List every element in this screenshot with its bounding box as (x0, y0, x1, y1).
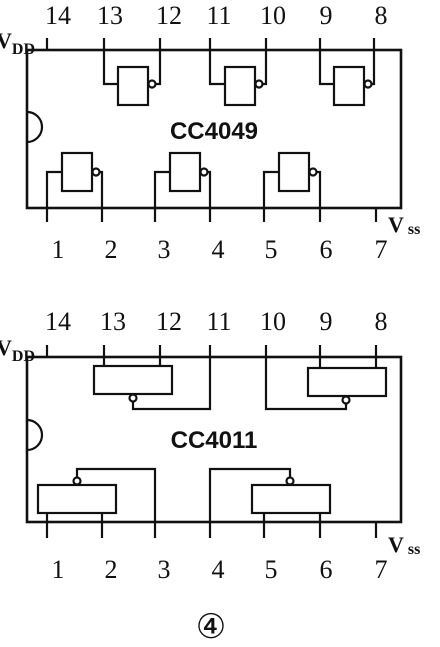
chip-notch (26, 418, 44, 452)
pin-number: 12 (156, 307, 182, 336)
inverter-gate-top-3 (318, 50, 376, 107)
chip-package-outline (25, 355, 403, 524)
vdd-label: VDD (0, 335, 35, 365)
chip-name: CC4049 (170, 118, 258, 145)
pin-number: 8 (375, 307, 388, 336)
pin-number: 13 (97, 1, 123, 30)
pin-number: 7 (375, 555, 388, 584)
pin-number: 11 (206, 1, 231, 30)
chip-package-outline (25, 48, 403, 210)
bottom-pin-numbers: 1 2 3 4 5 6 7 (52, 555, 388, 584)
pin-number: 2 (105, 555, 118, 584)
bottom-pin-stubs (45, 522, 378, 538)
pin-number: 4 (212, 235, 225, 264)
pin-number: 8 (375, 1, 388, 30)
pin-number: 3 (158, 555, 171, 584)
chip-name: CC4011 (171, 427, 258, 454)
pin-number: 10 (260, 1, 286, 30)
nand-gate-bottom-1 (36, 467, 157, 522)
pin-number: 3 (158, 235, 171, 264)
pin-number: 12 (156, 1, 182, 30)
pin-number: 2 (105, 235, 118, 264)
pin-number: 5 (265, 555, 278, 584)
pin-number: 6 (320, 555, 333, 584)
nand-gate-top-1 (92, 357, 212, 411)
top-pin-stubs (45, 345, 378, 357)
vdd-label: VDD (0, 28, 35, 58)
bottom-pin-numbers: 1 2 3 4 5 6 7 (52, 235, 388, 264)
nand-gate-bottom-2 (208, 467, 332, 522)
inverter-gate-top-2 (208, 50, 268, 107)
pin-number: 1 (52, 235, 65, 264)
pin-number: 14 (45, 307, 71, 336)
pin-number: 11 (206, 307, 231, 336)
figure-label: ④ (196, 609, 226, 646)
inverter-gate-bottom-1 (45, 151, 104, 208)
pin-number: 9 (320, 307, 333, 336)
inverter-gate-top-1 (102, 50, 162, 107)
top-pin-numbers: 14 13 12 11 10 9 8 (45, 307, 388, 336)
chip-notch (26, 110, 44, 144)
pin-number: 10 (260, 307, 286, 336)
top-pin-stubs (45, 38, 376, 50)
top-pin-numbers: 14 13 12 11 10 9 8 (45, 1, 388, 30)
bottom-pin-stubs (45, 208, 378, 222)
pin-number: 6 (320, 235, 333, 264)
pin-number: 5 (265, 235, 278, 264)
pin-number: 7 (375, 235, 388, 264)
inverter-gate-bottom-2 (153, 151, 212, 208)
inverter-gate-bottom-3 (262, 151, 322, 208)
pin-number: 1 (52, 555, 65, 584)
nand-gate-top-2 (264, 357, 388, 411)
pin-number: 14 (45, 1, 71, 30)
pin-number: 13 (100, 307, 126, 336)
pin-number: 9 (320, 1, 333, 30)
pin-number: 4 (212, 555, 225, 584)
